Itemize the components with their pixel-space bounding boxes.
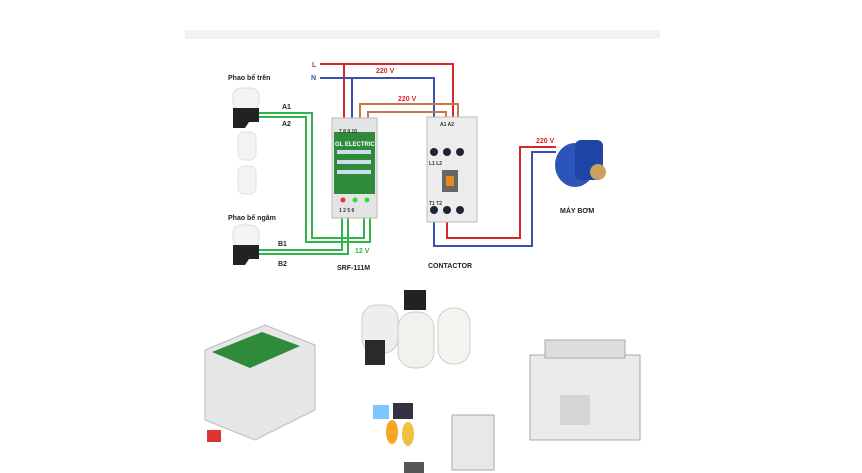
- relay-photo: [204, 324, 316, 442]
- pump-label: MÁY BƠM: [560, 206, 594, 215]
- label-220v-coil: 220 V: [398, 96, 417, 103]
- contactor-label: CONTACTOR: [428, 263, 472, 270]
- wire-coil-a2: [359, 103, 459, 128]
- label-N: N: [311, 75, 316, 82]
- label-b2: B2: [278, 261, 287, 268]
- label-a1: A1: [282, 104, 291, 111]
- lower-float-label: Phao bể ngâm: [228, 214, 276, 222]
- label-b1: B1: [278, 241, 287, 248]
- relay-srf-111m: [331, 117, 378, 219]
- wire-pump-live: [446, 146, 556, 239]
- relay-bottom-terminals: 1 2 5 6: [339, 208, 355, 214]
- wire-a1: [255, 112, 365, 239]
- upper-float-label: Phao bể trên: [228, 74, 270, 82]
- wire-b1: [255, 215, 343, 251]
- label-12v: 12 V: [355, 248, 370, 255]
- upper-float-icon: [232, 87, 260, 195]
- lower-float-icon: [232, 224, 260, 265]
- label-a2: A2: [282, 121, 291, 128]
- top-bar: [185, 30, 660, 39]
- label-L: L: [312, 62, 317, 69]
- contactor-photo: [529, 339, 641, 441]
- relay-model-label: SRF-111M: [337, 265, 370, 272]
- wire-a2: [255, 116, 371, 243]
- wire-pump-neutral: [433, 151, 556, 247]
- contactor-output-terminals: T1 T2: [429, 201, 442, 207]
- float-switch-photo: [361, 290, 471, 369]
- label-220v-pump: 220 V: [536, 138, 555, 145]
- contactor-coil-terminals: A1 A2: [440, 122, 454, 128]
- pump-icon: [555, 140, 606, 187]
- accessories-photo: [373, 403, 495, 473]
- relay-top-terminals: 7 8 9 10: [339, 129, 357, 135]
- relay-brand: GL ELECTRIC: [335, 142, 376, 148]
- contactor-icon: [426, 116, 478, 223]
- contactor-input-terminals: L1 L2: [429, 161, 442, 167]
- label-220v-supply: 220 V: [376, 68, 395, 75]
- wire-b2: [255, 215, 349, 255]
